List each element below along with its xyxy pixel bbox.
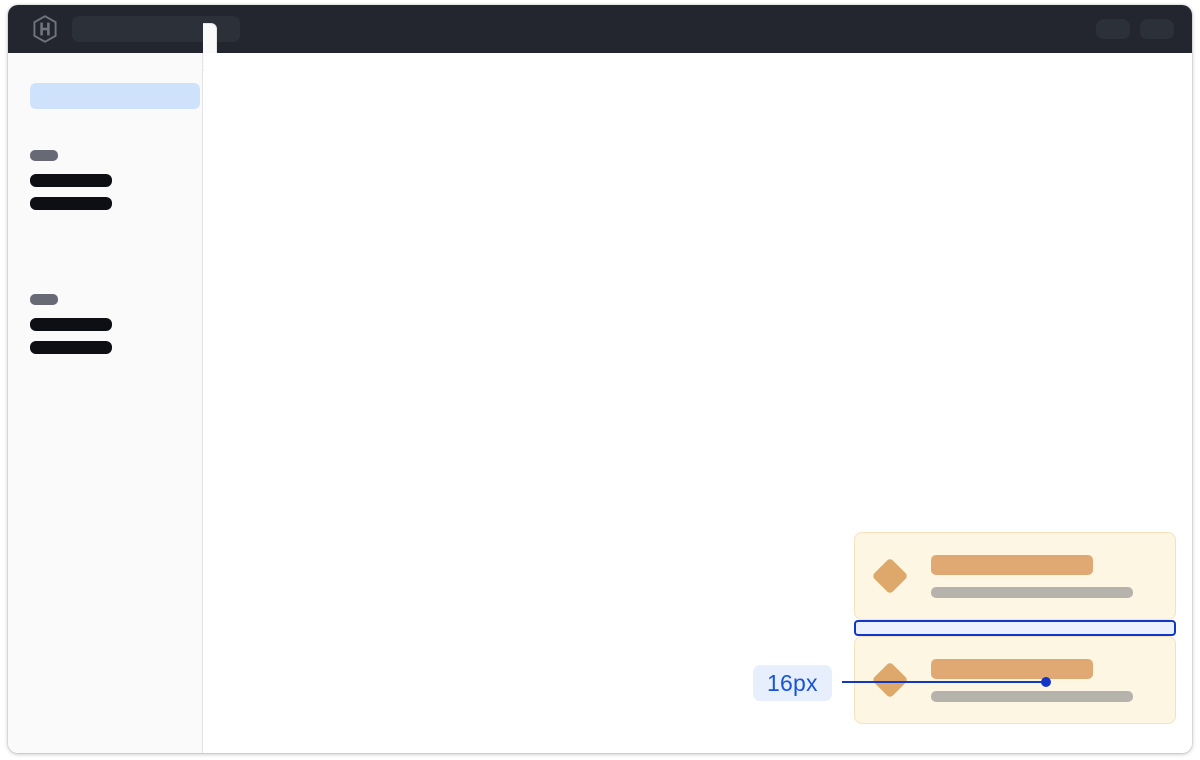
nav-pill-skeleton-1[interactable] xyxy=(1096,19,1130,39)
sidebar-item-g1-2[interactable] xyxy=(30,197,112,210)
inspected-card-stack xyxy=(854,532,1176,724)
card-2-lines xyxy=(931,658,1157,702)
sidebar-item-g2-2[interactable] xyxy=(30,341,112,354)
card-2-title-skeleton xyxy=(931,658,1093,679)
spacing-gap-highlight xyxy=(854,620,1176,636)
main-canvas: 16px xyxy=(204,53,1192,753)
navbar-right-actions xyxy=(1096,19,1176,39)
measurement-badge: 16px xyxy=(753,665,832,701)
top-navbar xyxy=(8,5,1192,53)
inspect-card-1[interactable] xyxy=(854,532,1176,620)
sidebar-group-1-label xyxy=(30,150,58,161)
sidebar-item-g1-1[interactable] xyxy=(30,174,112,187)
nav-pill-skeleton-2[interactable] xyxy=(1140,19,1174,39)
measurement-leader-line xyxy=(842,681,1046,683)
sidebar xyxy=(8,53,203,753)
inspect-card-2[interactable] xyxy=(854,636,1176,724)
diamond-icon xyxy=(871,557,909,595)
measurement-value: 16px xyxy=(767,669,818,696)
measurement-endpoint-dot xyxy=(1041,677,1051,687)
sidebar-group-2 xyxy=(30,294,112,364)
hashicorp-hex-logo[interactable] xyxy=(32,15,58,43)
card-1-lines xyxy=(931,554,1157,598)
card-1-subtitle-skeleton xyxy=(931,586,1133,598)
sidebar-group-2-label xyxy=(30,294,58,305)
sidebar-item-active[interactable] xyxy=(30,83,200,109)
sidebar-item-g2-1[interactable] xyxy=(30,318,112,331)
sidebar-group-1 xyxy=(30,150,112,220)
app-window-frame: 16px xyxy=(8,5,1192,753)
card-1-title-skeleton xyxy=(931,554,1093,575)
card-2-subtitle-skeleton xyxy=(931,690,1133,702)
diamond-icon xyxy=(871,661,909,699)
